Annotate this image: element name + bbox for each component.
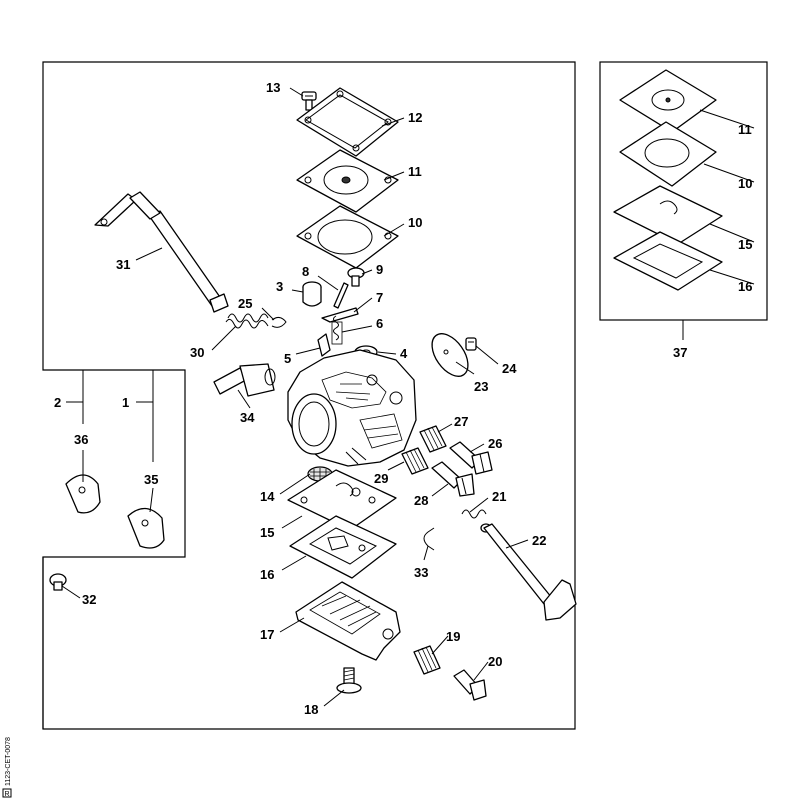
part-30-spring [225, 313, 269, 329]
callout-labels: 13 12 11 10 31 3 8 9 7 25 6 30 5 4 24 23… [54, 80, 752, 717]
callout-19: 19 [446, 629, 460, 644]
callout-13: 13 [266, 80, 280, 95]
part-19-spring [413, 645, 441, 675]
callout-7: 7 [376, 290, 383, 305]
part-13-screw [301, 91, 317, 111]
callout-26: 26 [488, 436, 502, 451]
callout-3: 3 [276, 279, 283, 294]
callout-21: 21 [492, 489, 506, 504]
part-22-choke-shaft [480, 523, 577, 621]
callout-10: 10 [408, 215, 422, 230]
part-23-throttle-plate [431, 333, 469, 377]
kit-part-11-diaphragm [619, 69, 717, 133]
part-28-adjusting-screw [431, 461, 475, 497]
kit-part-10-gasket [619, 121, 717, 187]
callout-22: 22 [532, 533, 546, 548]
part-11-diaphragm [296, 149, 399, 213]
callout-28: 28 [414, 493, 428, 508]
callout-35: 35 [144, 472, 158, 487]
part-32-screw [49, 573, 67, 591]
part-8-pin [333, 282, 349, 309]
part-24-screw [465, 337, 477, 351]
callout-9: 9 [376, 262, 383, 277]
callout-27: 27 [454, 414, 468, 429]
callout-2: 2 [54, 395, 61, 410]
corner-mark: R [5, 791, 10, 798]
corner-mark-box [2, 788, 12, 798]
kit-part-16-gasket [613, 231, 723, 291]
part-34-elbow-fitting [213, 363, 276, 397]
callout-24: 24 [502, 361, 517, 376]
callout-30: 30 [190, 345, 204, 360]
callout-32: 32 [82, 592, 96, 607]
part-17-pump-cover [295, 581, 401, 661]
part-36-plate [65, 474, 101, 514]
callout-5: 5 [284, 351, 291, 366]
callout-14: 14 [260, 489, 275, 504]
part-27-spring [419, 425, 447, 453]
part-6-spring [331, 315, 343, 345]
part-10-gasket [296, 205, 399, 269]
callout-15: 15 [260, 525, 274, 540]
callout-29: 29 [374, 471, 388, 486]
kit-callout-16: 16 [738, 279, 752, 294]
part-5-inlet-needle [317, 333, 331, 357]
part-3-plug [302, 281, 322, 307]
callout-1: 1 [122, 395, 129, 410]
part-12-cover-plate [296, 87, 399, 157]
part-26-adjusting-screw [449, 441, 493, 475]
kit-callout-15: 15 [738, 237, 752, 252]
callout-23: 23 [474, 379, 488, 394]
callout-6: 6 [376, 316, 383, 331]
callout-37: 37 [673, 345, 687, 360]
callout-12: 12 [408, 110, 422, 125]
leader-lines [61, 87, 755, 707]
kit-callout-11: 11 [738, 122, 752, 137]
part-18-screw [336, 667, 362, 694]
reference-code: 1123-CET-0078 [5, 737, 12, 786]
kit-callout-10: 10 [738, 176, 752, 191]
callout-11: 11 [408, 164, 422, 179]
callout-16: 16 [260, 567, 274, 582]
part-35-plate [127, 507, 165, 549]
part-25-clip [271, 316, 287, 328]
part-9-screw [347, 267, 365, 287]
part-20-adjusting-screw [453, 669, 487, 701]
callout-18: 18 [304, 702, 318, 717]
callout-36: 36 [74, 432, 88, 447]
callout-17: 17 [260, 627, 274, 642]
callout-31: 31 [116, 257, 130, 272]
callout-20: 20 [488, 654, 502, 669]
carburetor-body [287, 349, 417, 467]
part-29-spring [401, 447, 429, 475]
callout-25: 25 [238, 296, 252, 311]
part-31-throttle-shaft [94, 191, 229, 313]
callout-8: 8 [302, 264, 309, 279]
callout-34: 34 [240, 410, 255, 425]
part-7-control-lever [321, 307, 359, 323]
callout-4: 4 [400, 346, 408, 361]
part-21-spring [461, 509, 487, 519]
callout-33: 33 [414, 565, 428, 580]
part-33-e-clip [423, 527, 435, 551]
part-16-gasket [289, 515, 397, 579]
